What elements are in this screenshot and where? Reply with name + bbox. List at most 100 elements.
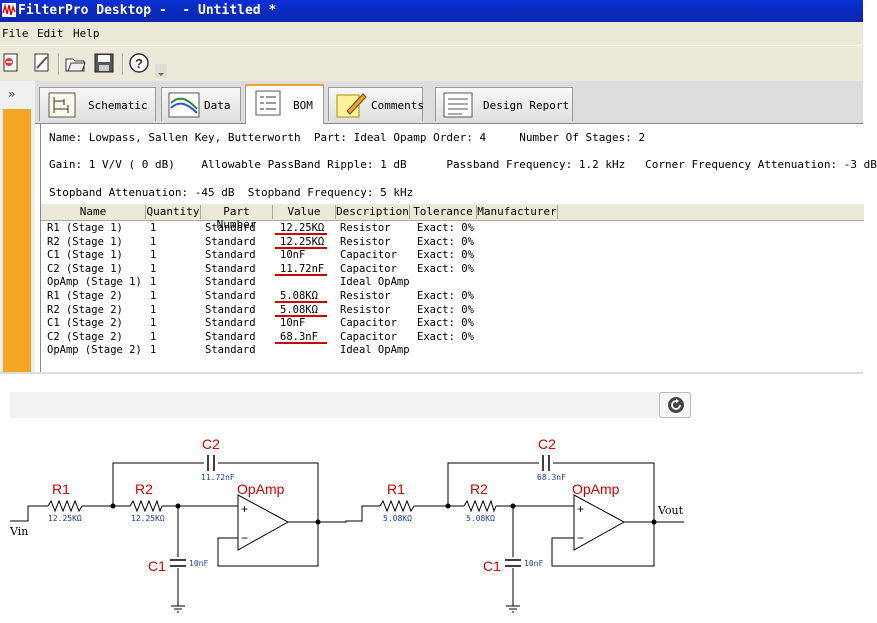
cell-tolerance: Exact: 0%	[417, 235, 474, 248]
cell-tolerance: Exact: 0%	[417, 290, 474, 302]
toolbar: ?	[0, 45, 863, 82]
s1-r2-value: 12.25KΩ	[131, 514, 165, 523]
cell-value: 12.25KΩ	[280, 222, 325, 234]
summary-line-3: Stopband Attenuation: -45 dB Stopband Fr…	[49, 186, 414, 199]
summary-line-1: Name: Lowpass, Sallen Key, Butterworth P…	[49, 131, 646, 144]
cell-description: Ideal OpAmp	[340, 276, 410, 289]
bom-panel: Name: Lowpass, Sallen Key, Butterworth P…	[40, 124, 877, 372]
toolbar-overflow-icon[interactable]	[155, 64, 167, 78]
cell-quantity: 1	[150, 317, 157, 330]
cell-part-number: Standard	[205, 235, 256, 248]
cell-quantity: 1	[150, 249, 157, 262]
s2-minus: −	[577, 531, 584, 545]
cell-tolerance: Exact: 0%	[417, 330, 474, 343]
s2-c2-value: 68.3nF	[537, 473, 566, 482]
window-title: FilterPro Desktop - - Untitled *	[18, 3, 277, 18]
cell-value: 10nF	[280, 317, 306, 330]
cell-description: Resistor	[340, 290, 391, 302]
col-value[interactable]: Value	[273, 205, 336, 219]
tab-data[interactable]: Data	[161, 87, 241, 121]
s1-r1-label: R1	[52, 481, 70, 497]
vout-label: Vout	[657, 504, 684, 517]
col-name[interactable]: Name	[41, 205, 146, 219]
schematic-toolbar	[10, 392, 690, 418]
s1-r1-value: 12.25KΩ	[48, 514, 82, 523]
bom-icon	[255, 90, 281, 116]
new-design-icon[interactable]	[31, 52, 53, 74]
s1-c2-label: C2	[202, 436, 220, 452]
menu-bar: File Edit Help	[0, 22, 863, 45]
s1-c1-label: C1	[148, 558, 166, 574]
cell-description: Resistor	[340, 303, 391, 316]
col-manufacturer[interactable]: Manufacturer	[477, 205, 558, 219]
cell-name: R2 (Stage 2)	[47, 303, 123, 316]
cell-name: R2 (Stage 1)	[47, 235, 123, 248]
cell-quantity: 1	[150, 330, 157, 343]
summary-line-2: Gain: 1 V/V ( 0 dB) Allowable PassBand R…	[49, 158, 877, 171]
new-icon[interactable]	[1, 52, 23, 74]
cell-description: Capacitor	[340, 262, 397, 275]
cell-part-number: Standard	[205, 344, 256, 357]
cell-part-number: Standard	[205, 290, 256, 302]
menu-edit[interactable]: Edit	[37, 27, 64, 40]
cell-tolerance: Exact: 0%	[417, 249, 474, 262]
tab-design-report[interactable]: Design Report	[435, 87, 573, 121]
col-tolerance[interactable]: Tolerance	[410, 205, 477, 219]
cell-quantity: 1	[150, 222, 157, 234]
title-bar: FilterPro Desktop - - Untitled *	[0, 0, 863, 22]
tab-label: BOM	[293, 99, 313, 112]
schematic-diagram: C2 11.72nF R1 12.25KΩ R2 12.25KΩ OpAmp +…	[9, 436, 684, 613]
tab-label: Data	[204, 99, 231, 112]
s2-c2-label: C2	[538, 436, 556, 452]
menu-help[interactable]: Help	[73, 27, 100, 40]
cell-part-number: Standard	[205, 330, 256, 343]
cell-name: C1 (Stage 2)	[47, 317, 123, 330]
tab-label: Design Report	[483, 99, 570, 112]
cell-part-number: Standard	[205, 222, 256, 234]
tab-strip: Schematic Data BOM Comments Design Repor…	[35, 81, 863, 124]
menu-file[interactable]: File	[2, 27, 29, 40]
cell-part-number: Standard	[205, 303, 256, 316]
tab-label: Schematic	[88, 99, 148, 112]
cell-quantity: 1	[150, 290, 157, 302]
col-description[interactable]: Description	[336, 205, 410, 219]
cell-name: C2 (Stage 2)	[47, 330, 123, 343]
col-part-number[interactable]: Part Number	[201, 205, 273, 231]
tab-schematic[interactable]: Schematic	[39, 87, 156, 121]
cell-name: R1 (Stage 1)	[47, 222, 123, 234]
s1-plus: +	[241, 502, 248, 516]
tab-comments[interactable]: Comments	[328, 87, 424, 121]
s1-minus: −	[241, 531, 248, 545]
save-icon[interactable]	[93, 52, 115, 74]
open-folder-icon[interactable]	[64, 52, 86, 74]
col-quantity[interactable]: Quantity	[146, 205, 201, 219]
schematic-icon	[48, 92, 76, 118]
value-underline-mark	[275, 301, 327, 303]
value-underline-mark	[275, 341, 327, 344]
tab-bom[interactable]: BOM	[245, 84, 324, 124]
help-icon[interactable]: ?	[128, 52, 150, 74]
cell-description: Resistor	[340, 222, 391, 234]
side-accent-bar	[3, 109, 31, 372]
reset-view-button[interactable]	[659, 392, 691, 418]
s2-c1-value: 10nF	[524, 559, 543, 568]
cell-quantity: 1	[150, 344, 157, 357]
collapse-button[interactable]: »	[8, 87, 16, 101]
s2-plus: +	[577, 502, 584, 516]
cell-name: C1 (Stage 1)	[47, 249, 123, 262]
cell-part-number: Standard	[205, 249, 256, 262]
cell-description: Capacitor	[340, 330, 397, 343]
cell-description: Resistor	[340, 235, 391, 248]
cell-name: OpAmp (Stage 2)	[47, 344, 142, 357]
cell-description: Capacitor	[340, 249, 397, 262]
